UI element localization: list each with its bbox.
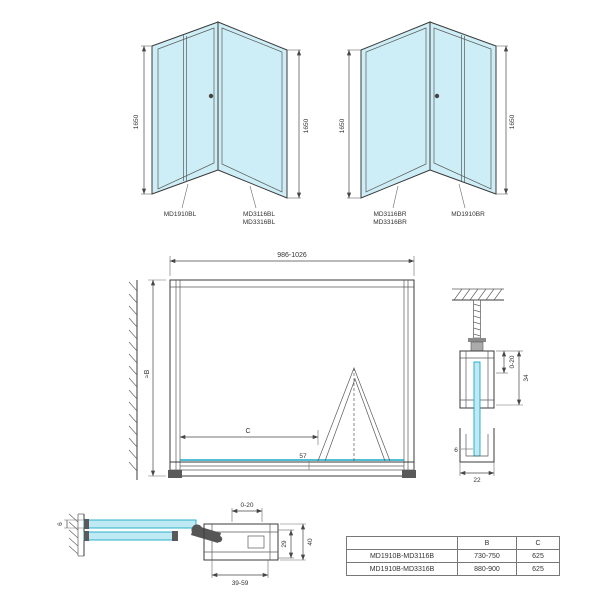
door-handle	[434, 93, 440, 99]
cell-c: 625	[516, 562, 560, 576]
bottom-bracket-left	[168, 470, 182, 478]
hinge-assembly	[172, 524, 223, 543]
glass-thickness-dim: 6	[454, 447, 473, 454]
bottom-bracket-right	[402, 470, 416, 478]
glass-thickness-label: 6	[57, 522, 64, 526]
panel-model-label-2: MD3316BL	[243, 219, 276, 226]
size-table: B C MD1910B-MD3116B 730-750 625 MD1910B-…	[346, 536, 560, 576]
header-b: B	[457, 536, 517, 550]
plan-section: 0-20 29 40 39-59 6	[57, 502, 314, 587]
width-dim: 986-1026	[169, 252, 415, 276]
adjustment-dim: 0-20	[231, 502, 263, 522]
cell-b: 880-900	[457, 562, 517, 576]
adjustment-dim-label: 0-20	[509, 355, 516, 368]
table-header-row: B C	[346, 536, 560, 550]
panel-model-label-1: MD3116BR	[373, 211, 406, 218]
glass-pane-section	[473, 361, 481, 457]
width-dim-label: 986-1026	[277, 252, 307, 259]
height-dim-label: 1650	[303, 118, 310, 133]
table-row: MD1910B-MD3316B 880-900 625	[346, 562, 560, 576]
depth-inner-label: 29	[281, 540, 288, 548]
height-dim-left: 1650	[133, 45, 152, 195]
height-dim-right: 1650	[287, 49, 310, 199]
adjustment-dim-label: 0-20	[240, 502, 253, 509]
adjustment-dim: 0-20	[496, 350, 516, 374]
c-dim: C	[179, 428, 319, 445]
side-panel-left-wing	[360, 21, 431, 199]
cell-c: 625	[516, 549, 560, 563]
folding-door-left-wing	[151, 21, 219, 195]
glass-thickness-label: 6	[454, 447, 458, 454]
labels: MD3116BR MD3316BR MD1910BR	[373, 183, 485, 226]
rail-dim-label: 57	[299, 453, 307, 460]
header-model	[346, 536, 458, 550]
profile-depth-dim-label: 34	[523, 374, 530, 382]
profile-depth-dim: 34	[496, 350, 530, 406]
depth-outer-label: 40	[307, 538, 314, 546]
c-dim-label: C	[245, 428, 250, 435]
height-dim-right: 1650	[496, 45, 516, 195]
model-size-table: B C MD1910B-MD3116B 730-750 625 MD1910B-…	[346, 536, 560, 576]
door-model-label: MD1910BR	[451, 211, 485, 218]
front-elevation: 986-1026 ≈B	[128, 252, 416, 480]
door-model-label: MD1910BL	[164, 211, 197, 218]
door-frame	[168, 279, 416, 478]
rail-dim: 57	[299, 453, 310, 470]
table-row: MD1910B-MD3116B 730-750 625	[346, 549, 560, 563]
panel-model-label-2: MD3316BR	[373, 219, 407, 226]
labels: MD1910BL MD3116BL MD3316BL	[164, 183, 276, 226]
panel-model-label-1: MD3116BL	[243, 211, 275, 218]
floor-channel-section	[459, 428, 495, 463]
range-dim: 39-59	[211, 560, 269, 587]
wall-profile-plan	[203, 523, 279, 561]
height-dim-label: 1650	[509, 114, 516, 129]
depth-inner-dim: 29	[278, 529, 294, 559]
depth-outer-dim: 40	[280, 523, 314, 561]
door-panel-2-plan	[83, 531, 177, 541]
door-panel-1-plan	[83, 519, 197, 529]
height-dim-label: 1650	[133, 114, 140, 129]
cell-model: MD1910B-MD3316B	[346, 562, 458, 576]
door-handle	[208, 93, 214, 99]
range-dim-label: 39-59	[232, 580, 249, 587]
wall-section	[128, 280, 138, 480]
folding-door-right-wing	[429, 21, 497, 195]
header-c: C	[516, 536, 560, 550]
height-dim-label: 1650	[339, 118, 346, 133]
profile-detail-section: 0-20 34 6 22	[452, 288, 530, 484]
cell-model: MD1910B-MD3116B	[346, 549, 458, 563]
fold-projection	[317, 367, 391, 462]
height-dim-left: 1650	[339, 49, 361, 199]
iso-view-right: 1650 1650 MD3116BR MD3316BR MD1910BR	[339, 21, 516, 226]
iso-view-left: 1650 1650 MD1910BL MD3116BL MD3316BL	[133, 21, 310, 226]
channel-width-label: 22	[473, 477, 481, 484]
glass-thickness-dim: 6	[57, 519, 84, 529]
height-dim: ≈B	[144, 279, 166, 477]
channel-width-dim: 22	[459, 462, 495, 484]
height-dim-label: ≈B	[144, 369, 151, 378]
wall-anchor	[452, 288, 504, 352]
cell-b: 730-750	[457, 549, 517, 563]
washer	[468, 338, 486, 342]
side-panel-right-wing	[217, 21, 288, 199]
nut	[470, 341, 484, 352]
